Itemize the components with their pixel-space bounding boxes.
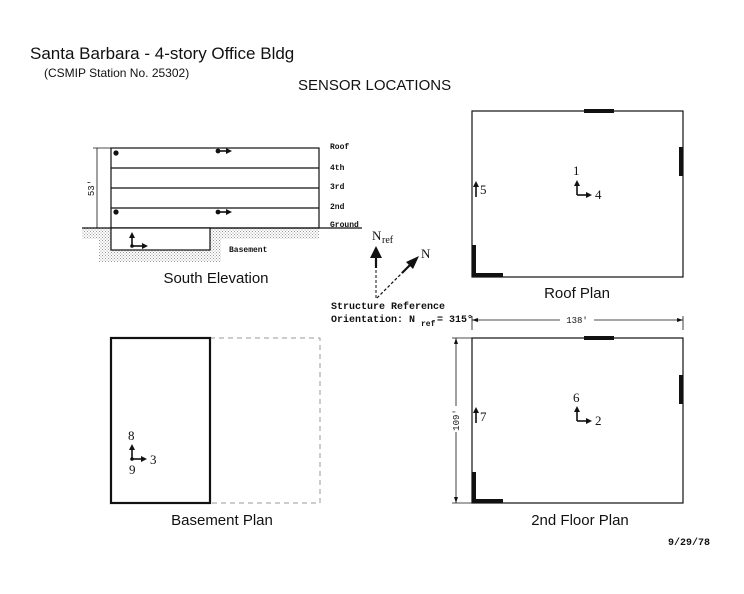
sensor-locations-heading: SENSOR LOCATIONS — [298, 77, 452, 94]
roof-plan: 5 1 4 Roof Plan — [471, 109, 684, 302]
level-label-4th: 4th — [330, 164, 345, 173]
sensor-dot-roof-west — [113, 150, 119, 156]
sensor-label-2: 2 — [595, 413, 602, 428]
width-dimension-label: 138' — [566, 316, 588, 326]
orientation-line-2-suffix: = 315° — [437, 314, 473, 326]
sensor-biaxial-2nd — [574, 406, 592, 424]
second-floor-wall-east — [679, 375, 683, 404]
sensor-dot-2nd-west — [113, 209, 119, 215]
sensor-label-4: 4 — [595, 187, 602, 202]
north-label: N — [421, 246, 431, 261]
sensor-arrow-roof-ew — [215, 148, 232, 154]
sensor-label-1: 1 — [573, 163, 580, 178]
level-label-roof: Roof — [330, 143, 349, 152]
drawing-title: Santa Barbara - 4-story Office Bldg — [30, 44, 295, 63]
orientation-line-2-sub: ref — [421, 320, 436, 329]
orientation-line-1: Structure Reference — [331, 301, 445, 313]
second-floor-plan: 138' 109' 7 — [450, 315, 684, 529]
sensor-arrow-roof-ns — [473, 181, 479, 197]
basement-plan-outline — [109, 336, 212, 505]
level-label-ground: Ground — [330, 221, 359, 230]
sensor-label-8: 8 — [128, 428, 135, 443]
roof-plan-caption: Roof Plan — [544, 285, 610, 302]
width-dimension-gap — [560, 315, 594, 325]
basement-plan: 8 3 9 Basement Plan — [109, 336, 321, 529]
basement-label: Basement — [229, 246, 268, 255]
sensor-triaxial-basement — [129, 444, 147, 462]
sensor-arrow-2nd-ew — [215, 209, 232, 215]
sensor-label-3: 3 — [150, 452, 157, 467]
sensor-label-5: 5 — [480, 182, 487, 197]
basement-plan-caption: Basement Plan — [171, 512, 273, 529]
second-floor-wall-southwest-corner — [472, 472, 503, 503]
second-floor-wall-north — [584, 336, 614, 340]
station-number: (CSMIP Station No. 25302) — [44, 66, 190, 80]
width-dimension-arrow-right — [677, 318, 683, 322]
height-dimension-label: 53' — [87, 180, 97, 196]
sensor-arrow-2nd-ns — [473, 407, 479, 423]
width-dimension-arrow-left — [472, 318, 478, 322]
level-label-2nd: 2nd — [330, 203, 345, 212]
orientation-line-2-prefix: Orientation: N — [331, 314, 415, 326]
nref-main: N — [372, 228, 382, 243]
sensor-triaxial-basement-elevation — [129, 232, 148, 249]
basement-elevation-outline — [110, 227, 211, 251]
roof-wall-southwest-corner — [472, 245, 503, 277]
south-elevation-caption: South Elevation — [163, 270, 268, 287]
sensor-label-9: 9 — [129, 462, 136, 477]
level-label-3rd: 3rd — [330, 183, 345, 192]
north-arrow — [401, 256, 419, 274]
depth-dimension-label: 109' — [452, 409, 462, 431]
sensor-biaxial-roof — [574, 180, 592, 198]
roof-wall-east — [679, 147, 683, 176]
building-footprint-dashed — [210, 337, 321, 504]
depth-dimension-arrow-top — [454, 338, 458, 344]
nref-arrow — [370, 246, 382, 268]
sensor-label-7: 7 — [480, 409, 487, 424]
nref-sub: ref — [382, 235, 394, 246]
second-floor-plan-caption: 2nd Floor Plan — [531, 512, 629, 529]
north-dashed-line — [376, 269, 406, 299]
drawing-date: 9/29/78 — [668, 538, 711, 549]
sensor-label-6: 6 — [573, 390, 580, 405]
south-elevation: 53' Roof 4th 3rd 2nd Ground Basement — [82, 143, 362, 287]
roof-wall-north — [584, 109, 614, 113]
orientation-line-2: Orientation: N ref = 315° — [331, 314, 473, 329]
depth-dimension-gap — [450, 406, 462, 432]
depth-dimension-arrow-bottom — [454, 497, 458, 503]
nref-label: N ref — [372, 228, 394, 246]
orientation-indicator: N ref N Structure Reference Orientation:… — [331, 228, 473, 329]
